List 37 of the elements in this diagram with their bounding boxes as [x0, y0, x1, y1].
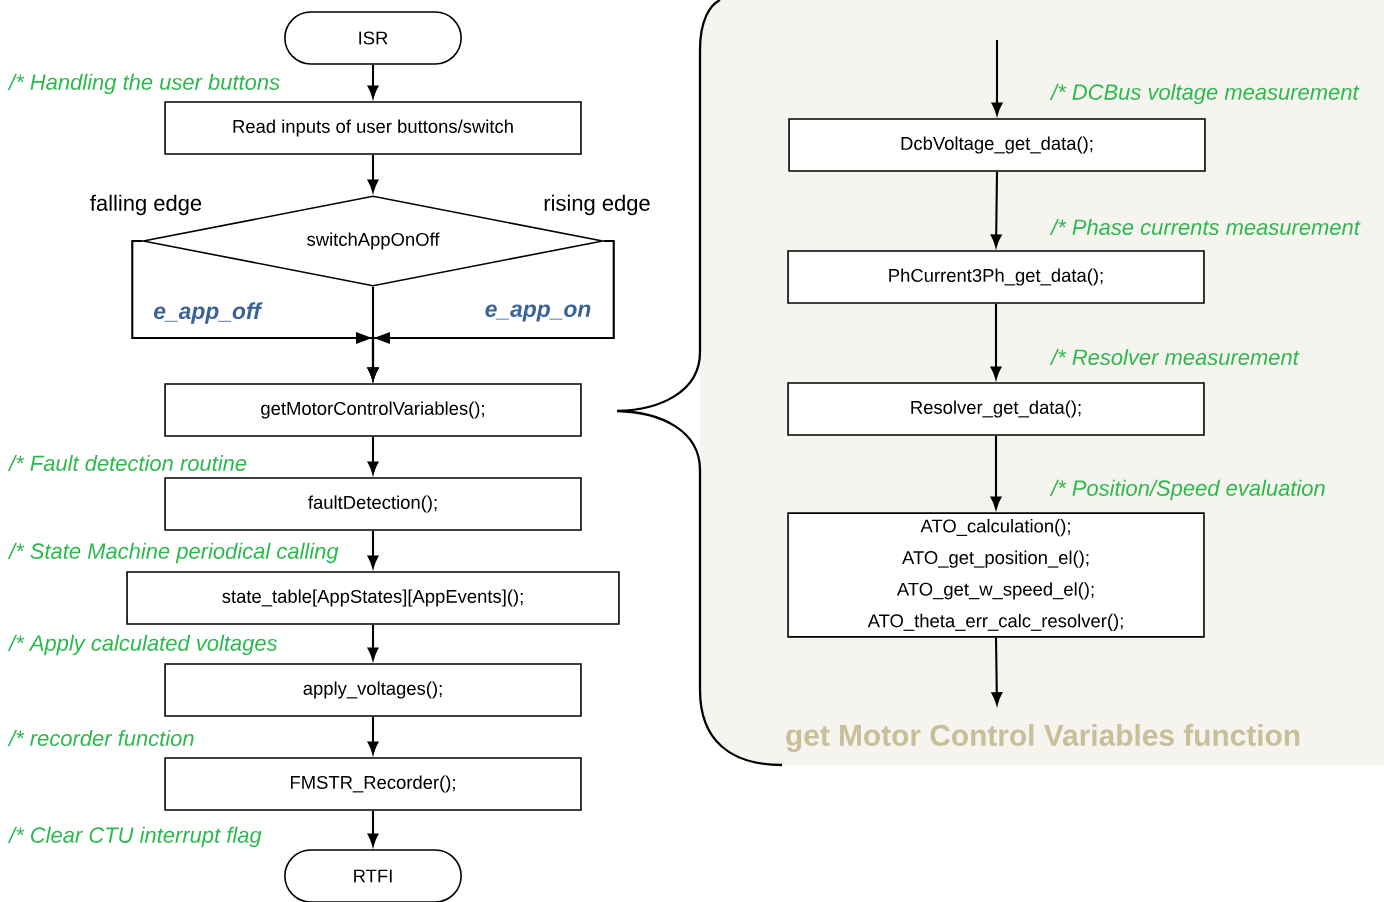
process-box: DcbVoltage_get_data(); — [788, 118, 1206, 172]
code-comment: /* Clear CTU interrupt flag — [7, 826, 262, 848]
code-comment: /* Position/Speed evaluation — [1049, 479, 1325, 501]
terminal-box: RTFI — [284, 849, 462, 902]
process-box: apply_voltages(); — [164, 663, 582, 717]
code-comment: /* Fault detection routine — [7, 454, 247, 472]
arrow — [990, 303, 1002, 380]
arrow — [991, 637, 1003, 705]
arrow — [367, 624, 379, 661]
arrow — [367, 716, 379, 755]
edge-label: e_app_off — [154, 302, 263, 324]
process-box: getMotorControlVariables(); — [164, 383, 582, 437]
arrow — [367, 286, 379, 381]
arrow — [991, 40, 1003, 116]
process-box: Resolver_get_data(); — [787, 382, 1205, 436]
process-box: faultDetection(); — [164, 477, 582, 531]
code-comment: /* Phase currents measurement — [1049, 218, 1361, 236]
arrow — [367, 436, 379, 475]
code-comment: /* Resolver measurement — [1049, 348, 1300, 366]
terminal-box: ISR — [284, 11, 462, 65]
code-comment: /* recorder function — [7, 729, 194, 747]
process-box: FMSTR_Recorder(); — [164, 757, 582, 811]
code-comment: /* Apply calculated voltages — [7, 634, 278, 656]
arrow — [367, 530, 379, 569]
code-comment: /* State Machine periodical calling — [7, 542, 339, 564]
process-box: ATO_calculation(); ATO_get_position_el(); ATO_get_w_speed_el(); ATO_theta_err_calc_resolver(); — [787, 512, 1205, 638]
process-box: state_table[AppStates][AppEvents](); — [126, 571, 620, 625]
arrow — [990, 171, 1002, 248]
arrow — [367, 154, 379, 193]
arrow — [367, 64, 379, 99]
code-comment: /* DCBus voltage measurement — [1049, 83, 1360, 105]
edge-label: e_app_on — [485, 304, 591, 322]
code-comment: /* Handling the user buttons — [7, 73, 280, 95]
process-box: Read inputs of user buttons/switch — [164, 101, 582, 155]
arrow — [367, 810, 379, 847]
process-box: PhCurrent3Ph_get_data(); — [787, 250, 1205, 304]
arrow — [990, 435, 1002, 510]
